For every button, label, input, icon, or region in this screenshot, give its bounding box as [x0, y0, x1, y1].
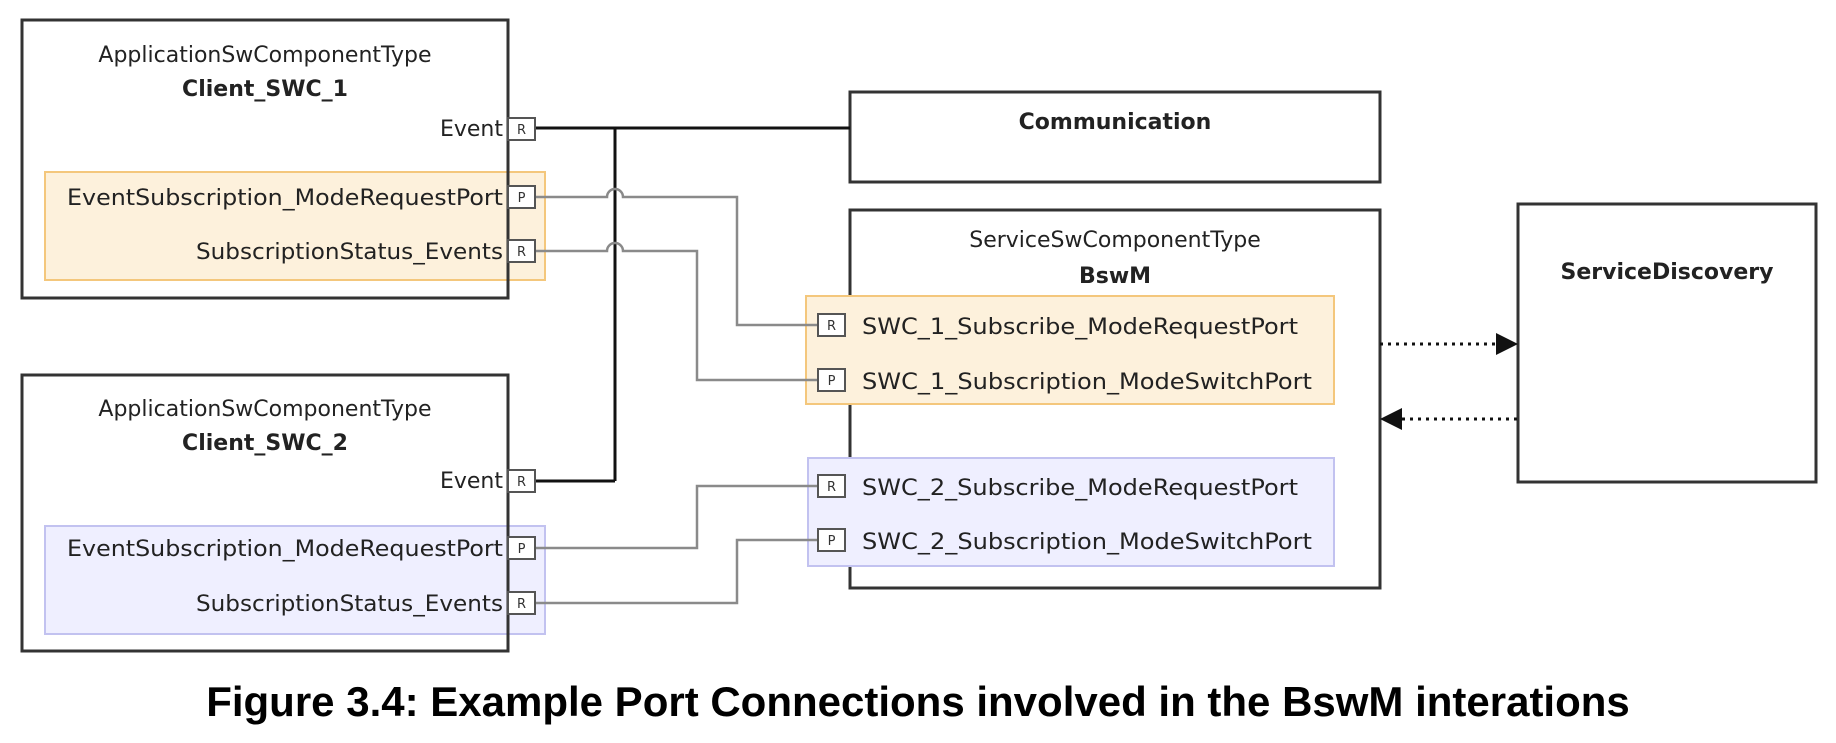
figure-caption: Figure 3.4: Example Port Connections inv…	[206, 678, 1630, 725]
event-bus-wire	[535, 126, 850, 483]
svg-text:R: R	[517, 475, 526, 490]
bswm-swc1-switch-label: SWC_1_Subscription_ModeSwitchPort	[862, 370, 1312, 395]
bswm-type-label: ServiceSwComponentType	[969, 228, 1261, 253]
client1-mode-request-label: EventSubscription_ModeRequestPort	[67, 186, 503, 211]
bswm-swc1-subscribe-port: R	[817, 313, 846, 337]
bswm-swc2-subscribe-port: R	[817, 474, 846, 498]
client1-type-label: ApplicationSwComponentType	[98, 43, 431, 68]
client1-name: Client_SWC_1	[182, 77, 348, 102]
communication-box	[848, 90, 1382, 184]
svg-text:P: P	[828, 374, 836, 389]
client1-mode-request-port: P	[507, 185, 536, 209]
service-discovery-title: ServiceDiscovery	[1561, 260, 1774, 285]
swc1-port-group-bswm	[805, 295, 1335, 405]
client2-event-label: Event	[440, 469, 503, 494]
swc1-switch-wire	[535, 241, 818, 382]
sd-to-bswm-arrowhead	[1380, 408, 1402, 430]
swc2-port-group-bswm	[807, 457, 1335, 567]
client2-status-port: R	[507, 591, 536, 615]
client2-mode-request-port: P	[507, 536, 536, 560]
bswm-swc2-switch-port: P	[817, 528, 846, 552]
svg-text:R: R	[827, 480, 836, 495]
client2-mode-request-label: EventSubscription_ModeRequestPort	[67, 537, 503, 562]
bswm-swc2-subscribe-label: SWC_2_Subscribe_ModeRequestPort	[862, 476, 1298, 501]
swc2-port-group-client	[44, 525, 546, 635]
client2-name: Client_SWC_2	[182, 431, 348, 456]
svg-text:R: R	[517, 123, 526, 138]
svg-text:R: R	[517, 597, 526, 612]
bswm-swc1-switch-port: P	[817, 368, 846, 392]
client2-type-label: ApplicationSwComponentType	[98, 397, 431, 422]
bswm-swc2-switch-label: SWC_2_Subscription_ModeSwitchPort	[862, 530, 1312, 555]
service-discovery-box	[1516, 202, 1818, 484]
svg-text:P: P	[518, 191, 526, 206]
bswm-swc1-subscribe-label: SWC_1_Subscribe_ModeRequestPort	[862, 315, 1298, 340]
client-swc-2-box	[20, 373, 510, 653]
swc1-port-group-client	[44, 171, 546, 281]
client1-status-port: R	[507, 239, 536, 263]
client-swc-1-box	[20, 18, 510, 300]
port-connection-diagram: R P R R P R R P R P ApplicationSwCompone…	[20, 18, 1818, 653]
client2-status-label: SubscriptionStatus_Events	[196, 592, 503, 617]
svg-text:R: R	[517, 245, 526, 260]
bswm-to-sd-arrowhead	[1496, 333, 1518, 355]
client1-event-port: R	[507, 117, 536, 141]
client2-event-port: R	[507, 469, 536, 493]
bswm-name: BswM	[1079, 264, 1151, 289]
swc1-mode-request-wire	[535, 187, 818, 327]
client1-event-label: Event	[440, 117, 503, 142]
communication-title: Communication	[1019, 110, 1212, 135]
swc2-mode-request-wire	[535, 484, 818, 550]
client1-status-label: SubscriptionStatus_Events	[196, 240, 503, 265]
svg-text:P: P	[828, 534, 836, 549]
svg-text:P: P	[518, 542, 526, 557]
svg-text:R: R	[827, 319, 836, 334]
swc2-switch-wire	[535, 538, 818, 605]
